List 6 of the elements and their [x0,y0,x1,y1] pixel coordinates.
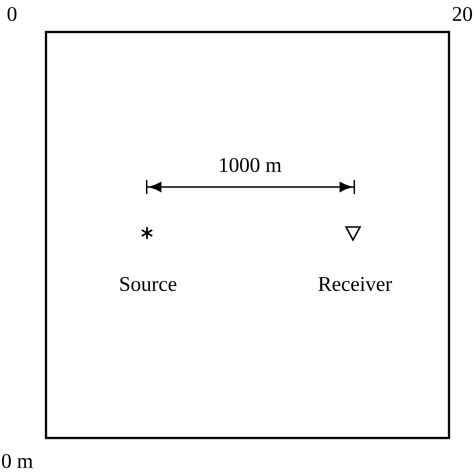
axis-label: 0 [8,6,16,22]
receiver-label: Receiver [318,276,392,292]
source-label: Source [120,276,176,292]
axis-label: 0 m [2,454,33,468]
dimension-label: 1000 m [220,158,282,172]
axis-label: 20 [452,6,472,22]
